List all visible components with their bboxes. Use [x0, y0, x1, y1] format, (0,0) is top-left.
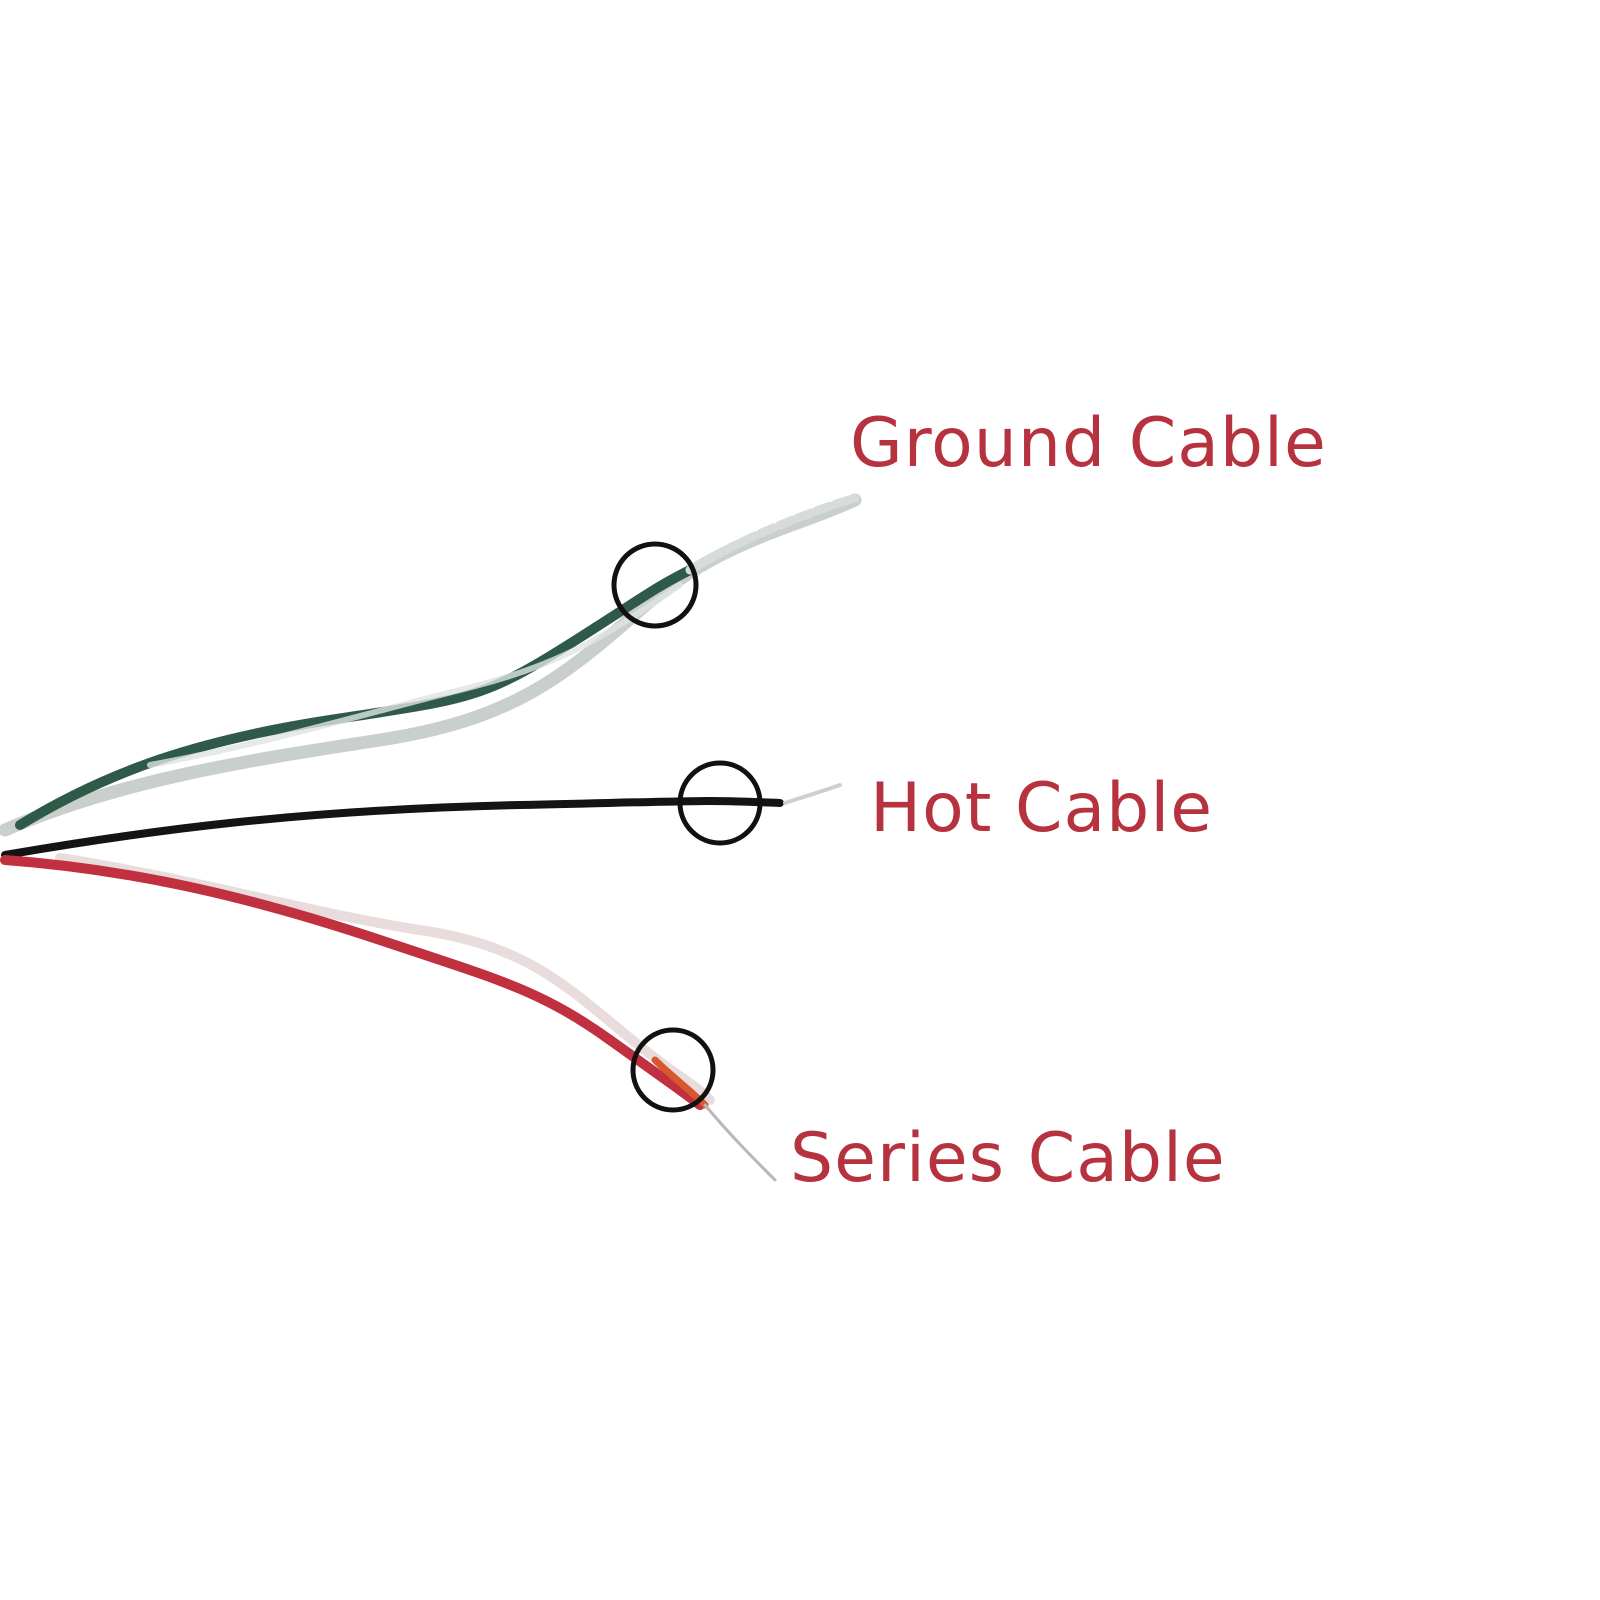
series-cable: [0, 853, 777, 1182]
hot-cable: [1, 783, 842, 859]
hot-cable-strand: [1, 796, 784, 859]
ground-cable: [0, 493, 862, 837]
ground-cable-label: Ground Cable: [850, 404, 1327, 483]
series-cable-red-strand: [0, 855, 705, 1110]
ground-marker-circle-outline-icon: [611, 541, 699, 629]
series-cable-label: Series Cable: [790, 1119, 1226, 1198]
ground-cable-green-strand: [15, 565, 695, 830]
series-cable-bare-tip: [703, 1103, 777, 1182]
ground-cable-bare-tip: [685, 493, 860, 575]
series-cable-white-strand: [55, 853, 715, 1105]
ground-cable-sheath: [147, 582, 683, 768]
hot-marker-circle-outline-icon: [677, 760, 763, 846]
hot-cable-label: Hot Cable: [870, 769, 1214, 848]
hot-cable-bare-tip: [783, 783, 842, 805]
series-marker-circle-outline-icon: [630, 1027, 716, 1113]
